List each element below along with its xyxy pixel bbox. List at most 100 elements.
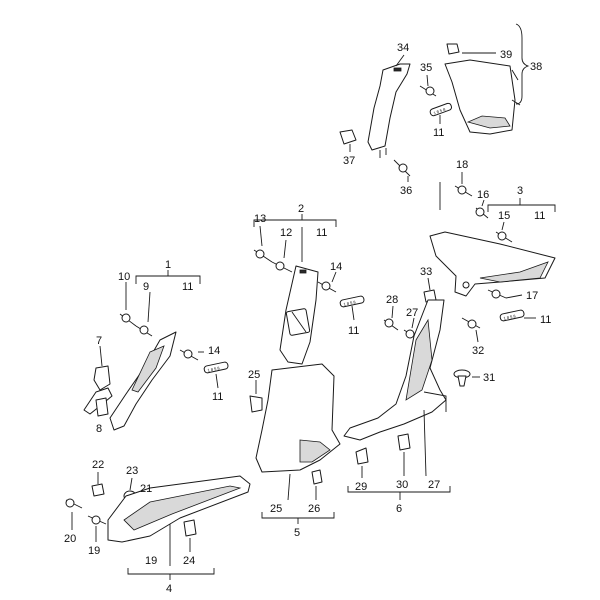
screw-16 — [475, 199, 489, 219]
leader-25-bottom — [287, 473, 291, 501]
callout-26: 26 — [308, 503, 320, 515]
screw-14-b — [317, 271, 337, 293]
callout-8: 8 — [96, 423, 102, 435]
callout-24: 24 — [183, 555, 195, 567]
screw-36 — [393, 159, 411, 182]
callout-27-a: 27 — [406, 307, 418, 319]
clip-label: 1 8 5 8 — [207, 365, 221, 373]
callout-1: 1 — [165, 259, 171, 271]
clip-30 — [397, 433, 411, 476]
callout-37: 37 — [343, 155, 355, 167]
clip-11-c: 1 8 5 8 — [339, 295, 365, 321]
bracket-1 — [135, 270, 201, 284]
callout-11-f: 11 — [182, 281, 193, 293]
screw-35 — [419, 74, 437, 97]
callout-16: 16 — [477, 189, 489, 201]
callout-11-b: 11 — [534, 210, 545, 222]
callout-6: 6 — [396, 503, 402, 515]
callout-34: 34 — [397, 42, 409, 54]
clip-label: 1 8 5 8 — [343, 299, 357, 307]
screw-22 — [91, 472, 105, 497]
callout-13: 13 — [254, 213, 266, 225]
callout-20: 20 — [64, 533, 76, 545]
callout-31: 31 — [483, 372, 495, 384]
bracket-38 — [515, 23, 530, 105]
clip-33 — [423, 277, 437, 303]
clip-37 — [339, 129, 357, 152]
callout-27-b: 27 — [428, 479, 440, 491]
callout-21: 21 — [140, 483, 152, 495]
clip-11-d: 1 8 5 8 — [203, 361, 229, 389]
clip-24 — [183, 519, 197, 552]
screw-27 — [403, 317, 421, 341]
part-8 — [95, 397, 109, 417]
callout-36: 36 — [400, 185, 412, 197]
trim-3 — [429, 231, 556, 297]
callout-labels: 34 35 39 38 11 37 36 18 16 3 15 11 1 7 33… — [64, 42, 551, 595]
callout-38: 38 — [530, 61, 542, 73]
screw-32 — [461, 317, 481, 343]
pillar-trim-1 — [109, 331, 177, 431]
callout-39: 39 — [500, 49, 512, 61]
callout-29: 29 — [355, 481, 367, 493]
screw-10 — [119, 282, 137, 327]
bracket-4 — [127, 568, 215, 580]
clip-39 — [446, 43, 496, 55]
screw-17 — [487, 289, 523, 299]
callout-32: 32 — [472, 345, 484, 357]
clip-11-b: 1 8 5 8 — [499, 309, 536, 322]
cap-31 — [453, 369, 480, 387]
callout-4: 4 — [166, 583, 172, 595]
callout-11-c: 11 — [540, 314, 551, 326]
clip-label: 1 8 5 8 — [503, 313, 517, 321]
clip-29 — [355, 447, 369, 478]
callout-11-d: 11 — [316, 227, 327, 239]
callout-14-a: 14 — [208, 345, 220, 357]
bracket-3 — [439, 182, 556, 212]
callout-18: 18 — [456, 159, 468, 171]
callout-7: 7 — [96, 335, 102, 347]
callout-11-e: 11 — [348, 325, 359, 337]
callout-10: 10 — [118, 271, 130, 283]
screw-18 — [454, 172, 473, 197]
bracket-5 — [261, 512, 335, 524]
callout-30: 30 — [396, 479, 408, 491]
callout-14-b: 14 — [330, 261, 342, 273]
callout-25-a: 25 — [248, 369, 260, 381]
pillar-trim-5 — [255, 363, 341, 473]
screw-20 — [65, 498, 83, 530]
callout-5: 5 — [294, 527, 300, 539]
callout-33: 33 — [420, 266, 432, 278]
callout-12: 12 — [280, 227, 292, 239]
clip-label: 1 8 5 8 — [433, 106, 447, 115]
pillar-trim-2 — [279, 265, 319, 365]
bracket-2 — [253, 214, 337, 262]
callout-19-b: 19 — [145, 555, 157, 567]
callout-15: 15 — [498, 210, 510, 222]
screw-12 — [271, 239, 293, 273]
callout-3: 3 — [517, 185, 523, 197]
callout-28: 28 — [386, 294, 398, 306]
sill-trim-4 — [107, 475, 251, 543]
screw-19 — [87, 515, 107, 542]
clip-26 — [311, 469, 323, 500]
clip-25 — [249, 380, 263, 413]
screw-14-a — [179, 349, 204, 361]
screw-15 — [495, 221, 513, 243]
callout-22: 22 — [92, 459, 104, 471]
callout-25-b: 25 — [270, 503, 282, 515]
callout-35: 35 — [420, 62, 432, 74]
callout-9: 9 — [143, 281, 149, 293]
pillar-trim-34 — [367, 54, 411, 158]
screw-9 — [135, 291, 153, 337]
callout-2: 2 — [298, 203, 304, 215]
screw-13 — [253, 225, 273, 263]
clip-11-a: 1 8 5 8 — [429, 102, 453, 124]
screw-28 — [383, 305, 399, 331]
panel-38 — [444, 59, 521, 135]
callout-19-a: 19 — [88, 545, 100, 557]
leader-27-bottom — [423, 409, 427, 477]
pillar-trim-6 — [343, 299, 447, 441]
callout-23: 23 — [126, 465, 138, 477]
